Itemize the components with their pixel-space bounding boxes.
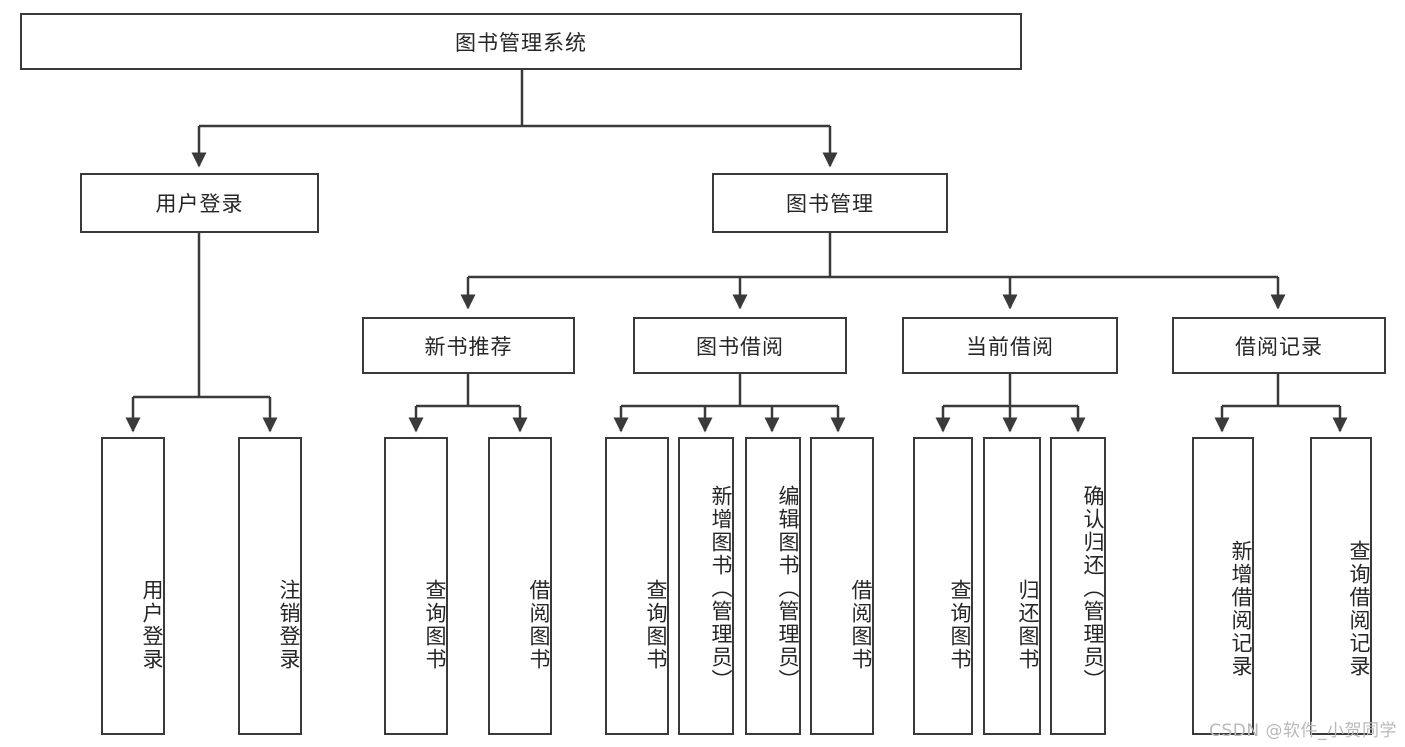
node-new-book-recommend[interactable]: 新书推荐: [362, 317, 575, 374]
node-borrow-record[interactable]: 借阅记录: [1172, 317, 1386, 374]
leaf-borrow-record-add-record[interactable]: 新增借阅记录: [1192, 437, 1254, 735]
leaf-new-book-query-book[interactable]: 查询图书: [384, 437, 448, 735]
node-label: 查询图书: [948, 579, 972, 671]
node-label: 查询借阅记录: [1347, 540, 1371, 678]
leaf-book-borrow-borrow-book[interactable]: 借阅图书: [810, 437, 874, 735]
node-label: 新增借阅记录: [1229, 540, 1253, 678]
leaf-book-borrow-edit-book-admin[interactable]: 编辑图书（管理员）: [745, 437, 801, 735]
node-label: 用户登录: [155, 192, 244, 216]
node-label: 注销登录: [277, 579, 301, 671]
node-user-login[interactable]: 用户登录: [80, 173, 319, 233]
leaf-current-borrow-return-book[interactable]: 归还图书: [983, 437, 1041, 735]
node-label: 借阅图书: [849, 579, 873, 671]
leaf-current-borrow-confirm-return-admin[interactable]: 确认归还（管理员）: [1050, 437, 1106, 735]
node-label: 借阅记录: [1235, 334, 1323, 359]
leaf-user-login-logout[interactable]: 注销登录: [238, 437, 302, 735]
node-label: 用户登录: [140, 579, 164, 671]
node-label: 借阅图书: [527, 579, 551, 671]
node-label: 查询图书: [423, 579, 447, 671]
node-book-management[interactable]: 图书管理: [712, 173, 948, 233]
node-root-book-management-system[interactable]: 图书管理系统: [20, 13, 1022, 70]
node-label: 图书借阅: [696, 334, 784, 359]
node-label: 新增图书（管理员）: [709, 484, 733, 692]
leaf-user-login-login[interactable]: 用户登录: [101, 437, 165, 735]
leaf-book-borrow-query-book[interactable]: 查询图书: [605, 437, 669, 735]
node-label: 编辑图书（管理员）: [776, 484, 800, 692]
node-label: 确认归还（管理员）: [1081, 484, 1105, 692]
node-label: 新书推荐: [424, 334, 513, 359]
watermark-text: CSDN @软件_小贺同学: [1209, 721, 1397, 741]
leaf-book-borrow-add-book-admin[interactable]: 新增图书（管理员）: [678, 437, 734, 735]
leaf-borrow-record-query-record[interactable]: 查询借阅记录: [1310, 437, 1372, 735]
node-label: 归还图书: [1016, 579, 1040, 671]
node-label: 图书管理系统: [455, 30, 587, 55]
node-book-borrow[interactable]: 图书借阅: [633, 317, 847, 374]
node-label: 当前借阅: [966, 334, 1054, 359]
node-label: 图书管理: [786, 192, 874, 216]
leaf-new-book-borrow-book[interactable]: 借阅图书: [488, 437, 552, 735]
node-current-borrow[interactable]: 当前借阅: [902, 317, 1118, 374]
node-label: 查询图书: [644, 579, 668, 671]
leaf-current-borrow-query-book[interactable]: 查询图书: [913, 437, 973, 735]
